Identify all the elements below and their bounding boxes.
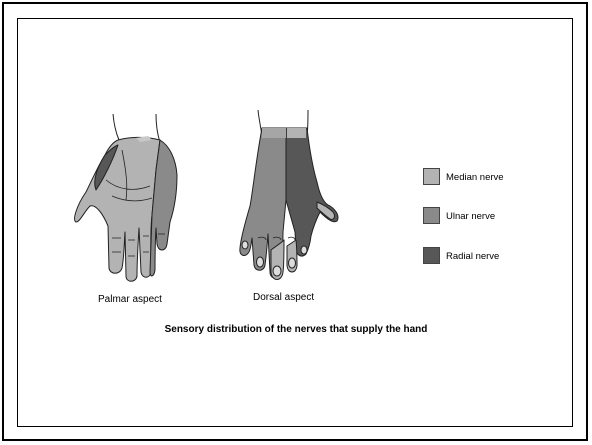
legend-swatch-radial bbox=[423, 247, 440, 264]
dorsal-radial-region bbox=[286, 128, 338, 256]
palmar-aspect-label: Palmar aspect bbox=[98, 294, 162, 305]
legend-label-median: Median nerve bbox=[446, 172, 504, 183]
dorsal-hand bbox=[240, 110, 338, 280]
legend-label-radial: Radial nerve bbox=[446, 251, 499, 262]
palmar-hand bbox=[75, 114, 177, 281]
legend-swatch-median bbox=[423, 168, 440, 185]
palmar-median-region bbox=[75, 137, 160, 281]
legend-label-ulnar: Ulnar nerve bbox=[446, 211, 495, 222]
legend-swatch-ulnar bbox=[423, 207, 440, 224]
dorsal-aspect-label: Dorsal aspect bbox=[253, 292, 314, 303]
figure-caption: Sensory distribution of the nerves that … bbox=[0, 324, 592, 335]
